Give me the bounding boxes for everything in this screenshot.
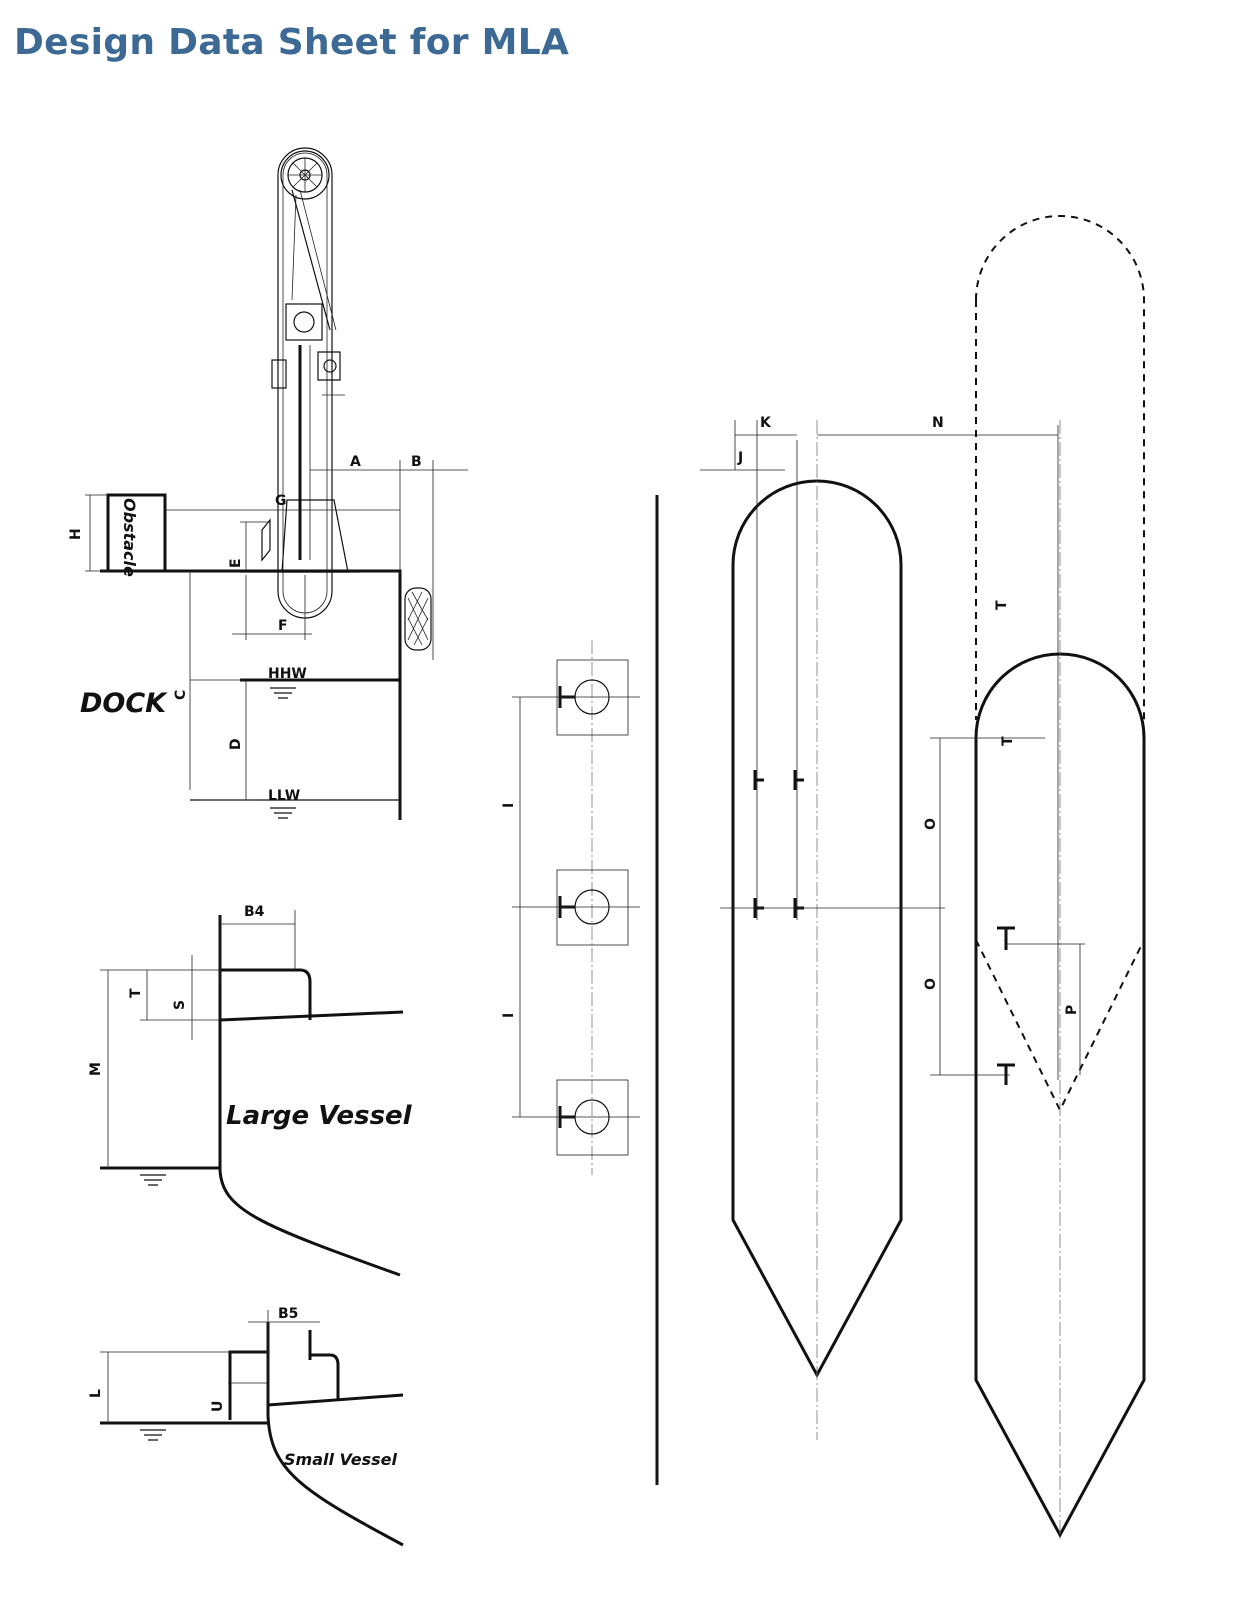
- dim-M: M: [88, 1062, 104, 1076]
- vessel-plan-left: [700, 420, 1059, 1440]
- dim-U: U: [210, 1401, 226, 1412]
- small-vessel-drawing: [100, 1310, 404, 1547]
- dim-T-lower: T: [1000, 736, 1016, 746]
- dock-dimensions: [85, 460, 468, 801]
- dim-O-upper: O: [923, 818, 939, 830]
- dim-C: C: [173, 690, 189, 700]
- label-hhw: HHW: [268, 666, 307, 682]
- water-level-symbols: [270, 687, 296, 819]
- label-small-vessel: Small Vessel: [284, 1450, 398, 1469]
- dim-E: E: [228, 558, 244, 568]
- dim-I-lower: I: [501, 1013, 517, 1018]
- dim-O-lower: O: [923, 978, 939, 990]
- dim-A: A: [350, 454, 361, 470]
- dim-T-upper: T: [994, 600, 1010, 610]
- label-large-vessel: Large Vessel: [226, 1101, 413, 1131]
- dim-K: K: [760, 415, 772, 431]
- dim-F: F: [278, 618, 288, 634]
- label-llw: LLW: [268, 788, 300, 804]
- label-obstacle: Obstacle: [120, 498, 139, 577]
- page-title: Design Data Sheet for MLA: [14, 22, 570, 63]
- arm-spacing-plan: [512, 495, 659, 1485]
- dim-B5: B5: [278, 1306, 298, 1322]
- dim-B: B: [411, 454, 422, 470]
- loading-arm-drawing: [240, 147, 360, 619]
- fender: [404, 587, 432, 651]
- large-vessel-drawing: [100, 910, 404, 1277]
- dim-B4: B4: [244, 904, 265, 920]
- dim-H: H: [68, 528, 84, 540]
- dim-J: J: [737, 450, 743, 466]
- dim-I-upper: I: [501, 803, 517, 808]
- dim-D: D: [228, 738, 244, 750]
- dim-S: S: [172, 1000, 188, 1010]
- dock-structure: [100, 493, 432, 820]
- vessel-plan-right: [930, 215, 1146, 1540]
- dim-G: G: [275, 493, 287, 509]
- label-dock: DOCK: [80, 688, 168, 719]
- dim-N: N: [932, 415, 944, 431]
- dim-P: P: [1064, 1005, 1080, 1015]
- dim-T-large: T: [128, 988, 144, 998]
- dim-L: L: [88, 1389, 104, 1398]
